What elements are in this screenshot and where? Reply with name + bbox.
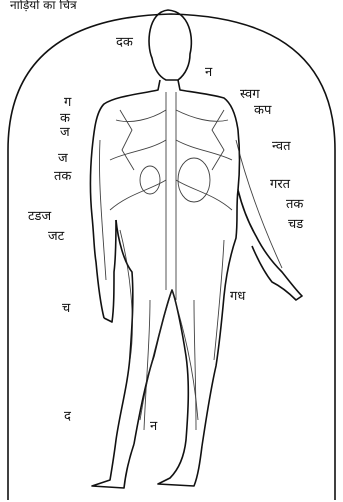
label-left-ja2: ज [58, 152, 68, 165]
label-left-tak: तक [54, 170, 71, 183]
label-right-chad: चड [288, 218, 303, 231]
label-left-ja1: ज [60, 126, 70, 139]
label-neck: न [205, 66, 212, 79]
label-left-jat: जट [48, 230, 64, 243]
arch-frame [8, 14, 335, 500]
label-right-top: स्वग [240, 88, 260, 101]
label-left-da: द [64, 410, 71, 423]
label-right-tak: तक [286, 198, 303, 211]
label-left-ka: क [60, 112, 70, 125]
label-right-mid: गरत [270, 178, 290, 191]
label-right-kap: कप [254, 104, 271, 117]
label-leg-na: न [150, 420, 157, 433]
label-left-tadaj: टडज [28, 210, 51, 223]
label-left-cha: च [62, 302, 70, 315]
label-thigh-gath: गध [230, 290, 245, 303]
label-head: दक [116, 36, 133, 49]
label-right-ta: न्वत [272, 140, 291, 153]
label-left-ga: ग [64, 96, 71, 109]
